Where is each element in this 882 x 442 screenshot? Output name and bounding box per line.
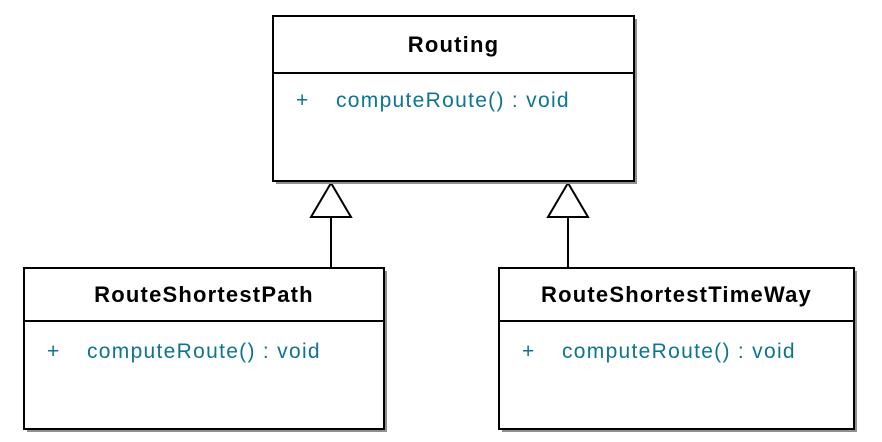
generalization-arrow-route-shortest-time-way[interactable] [546, 181, 590, 268]
method-visibility: + [296, 89, 310, 112]
generalization-arrow-route-shortest-path[interactable] [309, 181, 353, 268]
class-box-route-shortest-path[interactable]: RouteShortestPath + computeRoute() : voi… [23, 267, 385, 430]
method-signature: computeRoute() : void [87, 340, 321, 363]
method-visibility: + [47, 340, 61, 363]
class-name-routing: Routing [274, 17, 633, 74]
class-box-routing[interactable]: Routing + computeRoute() : void [272, 15, 635, 182]
class-name-route-shortest-path: RouteShortestPath [25, 269, 383, 322]
methods-compartment-routing: + computeRoute() : void [274, 74, 633, 113]
methods-compartment-route-shortest-path: + computeRoute() : void [25, 322, 383, 364]
method-signature: computeRoute() : void [562, 340, 796, 363]
class-name-route-shortest-time-way: RouteShortestTimeWay [500, 269, 853, 322]
methods-compartment-route-shortest-time-way: + computeRoute() : void [500, 322, 853, 364]
class-box-route-shortest-time-way[interactable]: RouteShortestTimeWay + computeRoute() : … [498, 267, 855, 430]
method-signature: computeRoute() : void [336, 89, 570, 112]
method-visibility: + [522, 340, 536, 363]
